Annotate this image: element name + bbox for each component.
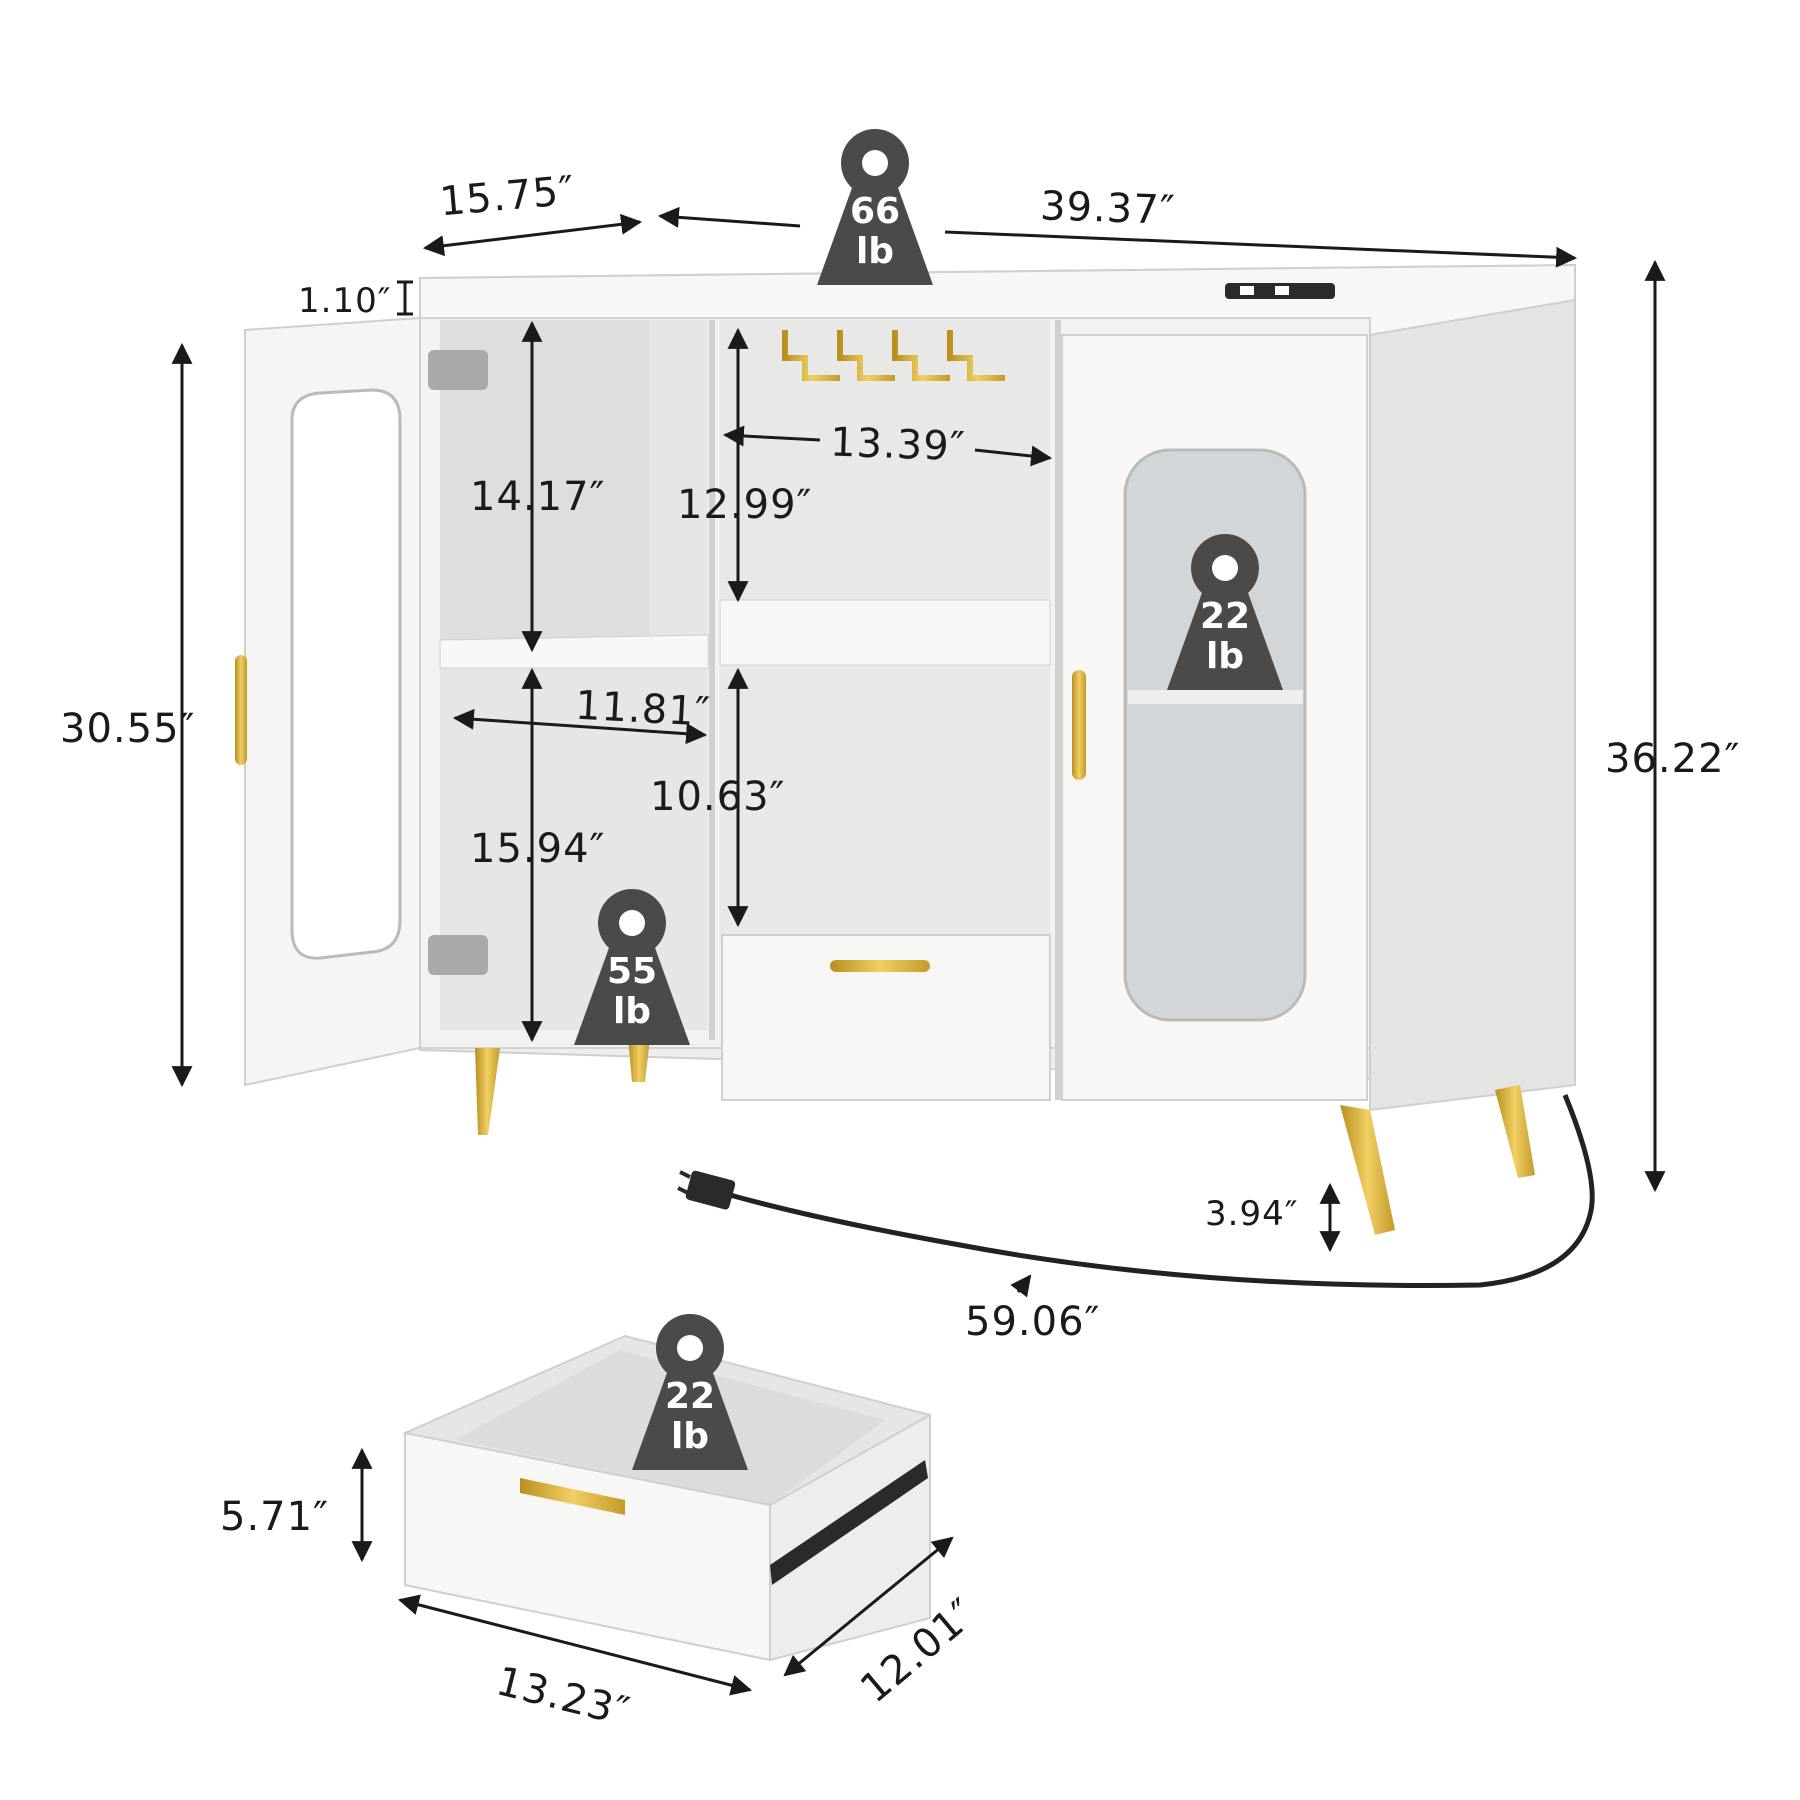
leg-back-left	[628, 1038, 650, 1082]
hinge-icon	[428, 350, 488, 975]
right-door-glass	[1123, 448, 1307, 1022]
right-inner-shelf	[1128, 690, 1303, 704]
left-upper-height-label: 14.17″	[470, 474, 605, 520]
weight-badge-drawer: 22 lb	[632, 1314, 748, 1470]
weight-right-unit: lb	[1206, 636, 1244, 677]
weight-badge-right-shelf: 22 lb	[1167, 534, 1283, 690]
weight-drawer-unit: lb	[671, 1416, 709, 1457]
cord-length-label: 59.06″	[965, 1299, 1100, 1345]
total-height-label: 36.22″	[1605, 736, 1740, 782]
left-shelf	[439, 634, 709, 669]
top-thickness-label: 1.10″	[298, 281, 391, 321]
drawer-width-label: 13.23″	[492, 1658, 635, 1735]
weight-top-unit: lb	[856, 231, 894, 272]
left-shelf-width-label: 11.81″	[574, 683, 712, 736]
middle-drawer-handle	[830, 960, 930, 972]
drawer-height-label: 5.71″	[220, 1494, 329, 1540]
cabinet-side	[1369, 298, 1576, 1112]
weight-drawer-value: 22	[665, 1376, 715, 1417]
leg-height-label: 3.94″	[1205, 1194, 1298, 1234]
middle-width-label: 13.39″	[829, 420, 966, 471]
cabinet	[235, 263, 1595, 1288]
leg-front-right	[1340, 1105, 1395, 1235]
left-door-handle	[235, 655, 247, 765]
weight-left-value: 55	[607, 951, 657, 992]
door-height-label: 30.55″	[60, 706, 195, 752]
wine-rack	[767, 670, 983, 930]
depth-label: 15.75″	[438, 168, 577, 226]
left-lower-height-label: 15.94″	[470, 826, 605, 872]
power-plug-icon	[677, 1170, 736, 1210]
weight-right-value: 22	[1200, 596, 1250, 637]
middle-lower-height-label: 10.63″	[650, 774, 785, 820]
leg-front-left	[475, 1048, 500, 1135]
weight-left-unit: lb	[613, 991, 651, 1032]
dimension-lines	[171, 206, 1666, 1696]
weight-top-value: 66	[850, 191, 900, 232]
left-door-glass	[290, 388, 402, 960]
glass-hanger-rack	[782, 330, 1010, 381]
width-label: 39.37″	[1039, 183, 1176, 234]
power-cord	[729, 1094, 1595, 1288]
middle-upper-height-label: 12.99″	[677, 482, 812, 528]
left-back-upper	[440, 320, 650, 655]
middle-shelf	[719, 599, 1051, 666]
right-door-handle	[1072, 670, 1086, 780]
drawer-handle	[520, 1478, 625, 1515]
middle-drawer	[721, 934, 1051, 1101]
leg-back-right	[1495, 1085, 1535, 1178]
weight-badge-top: 66 lb	[817, 129, 933, 285]
weight-badge-left-shelf: 55 lb	[574, 889, 690, 1045]
